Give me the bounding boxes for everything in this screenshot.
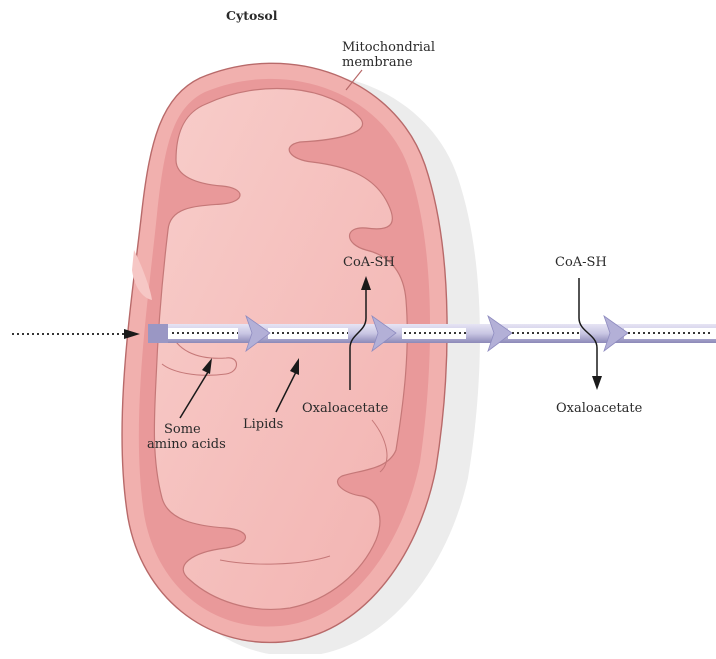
oxaloacetate-arrowhead-down (592, 376, 602, 390)
membrane-label-line1: Mitochondrial (342, 40, 435, 55)
some-amino-acids-label-line2: amino acids (147, 437, 226, 452)
membrane-label-line2: membrane (342, 55, 413, 70)
oxaloacetate-inner-label: Oxaloacetate (302, 401, 389, 416)
lipids-label: Lipids (243, 417, 283, 432)
oxaloacetate-outer-label: Oxaloacetate (556, 401, 643, 416)
pathway-bar-start-cap (148, 324, 168, 343)
some-amino-acids-label-line1: Some (164, 422, 201, 437)
coa-sh-inner-label: CoA-SH (343, 255, 395, 270)
cytosol-label: Cytosol (226, 8, 278, 23)
coa-sh-outer-label: CoA-SH (555, 255, 607, 270)
